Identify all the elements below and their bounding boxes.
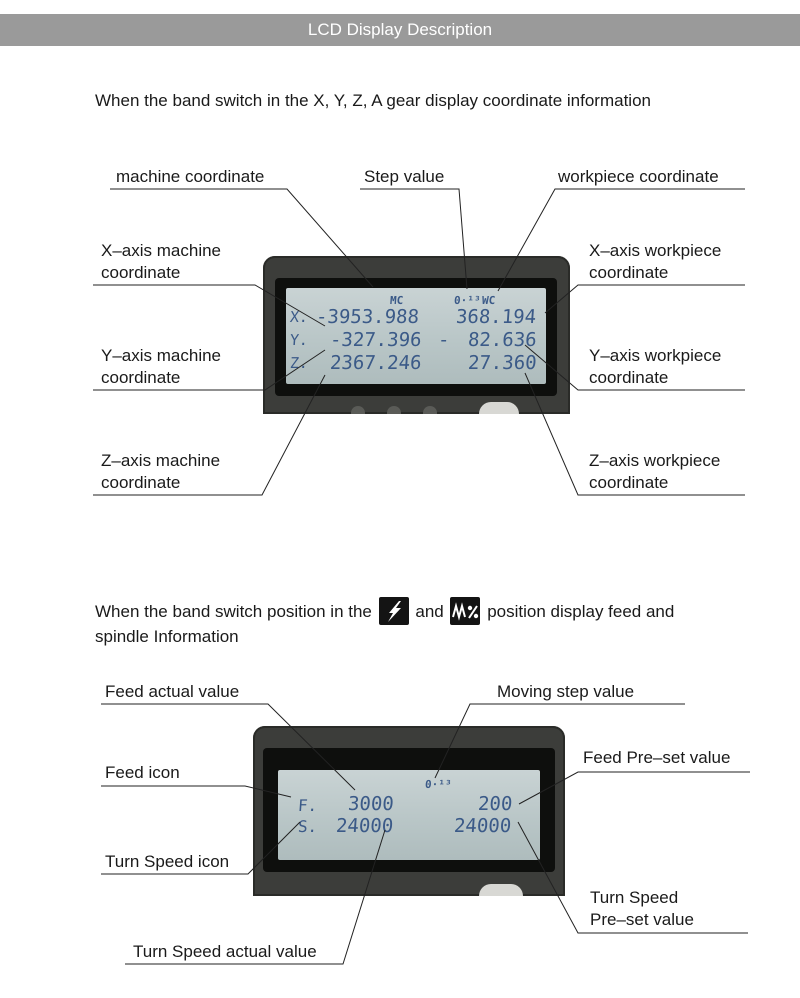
section2-intro: When the band switch position in the and… <box>95 597 674 648</box>
label-workpiece-coordinate: workpiece coordinate <box>558 167 719 186</box>
label-x-workpiece-line1: X–axis workpiece <box>589 241 722 260</box>
label-turn-speed-actual-value: Turn Speed actual value <box>133 942 317 961</box>
label-x-workpiece-line2: coordinate <box>589 263 669 282</box>
label-step-value: Step value <box>364 167 445 186</box>
label-feed-actual-value: Feed actual value <box>105 682 240 701</box>
label-x-machine-line2: coordinate <box>101 263 181 282</box>
label-turn-speed-icon: Turn Speed icon <box>105 852 230 871</box>
label-feed-preset-value: Feed Pre–set value <box>583 748 731 767</box>
label-y-workpiece-line1: Y–axis workpiece <box>589 346 722 365</box>
device-1-body: MC 0·¹³ WC X. Y. Z. -3953.988 -327.396 -… <box>263 256 570 414</box>
label-y-machine-line1: Y–axis machine <box>101 346 222 365</box>
section2-intro-and: and <box>415 602 444 621</box>
label-machine-coordinate: machine coordinate <box>116 167 265 186</box>
section2-intro-part-a: When the band switch position in the <box>95 602 372 621</box>
device-1-lcd: MC 0·¹³ WC X. Y. Z. -3953.988 -327.396 -… <box>286 288 546 384</box>
device-1-dial <box>479 402 519 414</box>
section-header: LCD Display Description <box>0 14 800 46</box>
section1-callouts <box>93 188 745 496</box>
spindle-mode-icon <box>450 597 481 625</box>
label-turn-speed-preset-line1: Turn Speed <box>590 888 679 907</box>
device-2-dial <box>479 884 523 896</box>
device-2-body: 0·¹³ F. S. 3000 24000 200 24000 <box>253 726 565 896</box>
header-title: LCD Display Description <box>307 20 493 39</box>
label-z-workpiece-line2: coordinate <box>589 473 669 492</box>
label-z-machine-line1: Z–axis machine <box>101 451 221 470</box>
label-z-machine-line2: coordinate <box>101 473 181 492</box>
label-z-workpiece-line1: Z–axis workpiece <box>589 451 721 470</box>
device-2-lcd: 0·¹³ F. S. 3000 24000 200 24000 <box>278 770 540 860</box>
label-moving-step-value: Moving step value <box>497 682 635 701</box>
device-1-button <box>423 406 437 414</box>
label-turn-speed-preset-line2: Pre–set value <box>590 910 694 929</box>
section2-callouts <box>101 703 750 965</box>
section2-intro-part-c: spindle Information <box>95 627 239 646</box>
label-y-workpiece-line2: coordinate <box>589 368 669 387</box>
label-feed-icon: Feed icon <box>105 763 180 782</box>
section1-intro: When the band switch in the X, Y, Z, A g… <box>95 91 651 110</box>
label-y-machine-line2: coordinate <box>101 368 181 387</box>
device-1-button <box>387 406 401 414</box>
device-1-button <box>351 406 365 414</box>
label-x-machine-line1: X–axis machine <box>101 241 222 260</box>
section2-intro-part-b: position display feed and <box>487 602 675 621</box>
feed-mode-icon <box>378 597 409 625</box>
